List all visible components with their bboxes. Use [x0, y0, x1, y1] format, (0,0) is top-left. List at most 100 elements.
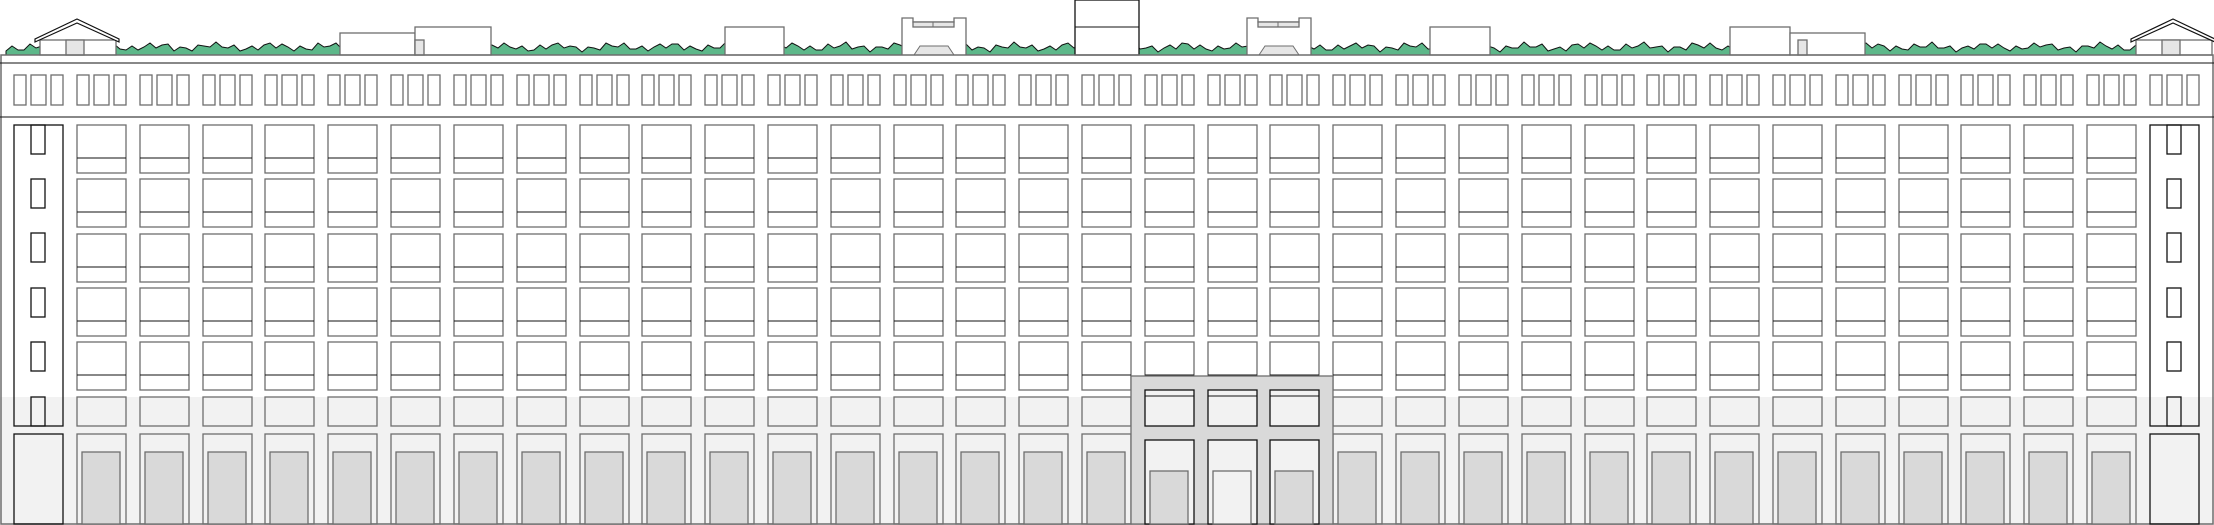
door — [207, 451, 247, 525]
clerestory-window — [1646, 74, 1660, 106]
window — [1395, 178, 1446, 228]
window — [76, 233, 127, 283]
window — [327, 341, 378, 391]
clerestory-window — [1395, 74, 1409, 106]
window — [1521, 287, 1572, 337]
door — [646, 451, 686, 525]
clerestory-window — [1412, 74, 1429, 106]
clerestory-window — [407, 74, 424, 106]
window — [1835, 178, 1886, 228]
window — [1207, 233, 1258, 283]
window — [390, 178, 441, 228]
clerestory-window — [364, 74, 378, 106]
mezzanine-window — [516, 396, 567, 427]
window — [1646, 124, 1697, 174]
window — [2023, 287, 2074, 337]
window — [1018, 124, 1069, 174]
window — [1269, 287, 1320, 337]
mezzanine-window — [1960, 396, 2011, 427]
clerestory-window — [2186, 74, 2200, 106]
window — [1646, 287, 1697, 337]
clerestory-window — [533, 74, 550, 106]
clerestory-window — [1181, 74, 1195, 106]
clerestory-window — [327, 74, 341, 106]
mezzanine-window — [1772, 396, 1823, 427]
window — [2086, 341, 2137, 391]
door — [772, 451, 812, 525]
window — [1458, 233, 1509, 283]
clerestory-window — [2103, 74, 2120, 106]
mezzanine-window — [1395, 396, 1446, 427]
window — [139, 341, 190, 391]
window — [830, 341, 881, 391]
clerestory-window — [2040, 74, 2057, 106]
clerestory-window — [76, 74, 90, 106]
door — [81, 451, 121, 525]
window — [1835, 233, 1886, 283]
clerestory-window — [553, 74, 567, 106]
window — [327, 233, 378, 283]
clerestory-window — [1935, 74, 1949, 106]
door — [709, 451, 749, 525]
stair-tower-window — [2166, 287, 2182, 318]
window — [704, 233, 755, 283]
entrance-upper-window — [1207, 389, 1258, 427]
door — [1589, 451, 1629, 525]
window — [1458, 178, 1509, 228]
clerestory-window — [678, 74, 692, 106]
clerestory-window — [2123, 74, 2137, 106]
window — [1646, 233, 1697, 283]
clerestory-window — [390, 74, 404, 106]
mezzanine-window — [579, 396, 630, 427]
window — [767, 341, 818, 391]
window — [893, 178, 944, 228]
window — [767, 233, 818, 283]
window — [641, 287, 692, 337]
clerestory-window — [1269, 74, 1283, 106]
clerestory-window — [1960, 74, 1974, 106]
clerestory-window — [1709, 74, 1723, 106]
window — [1332, 287, 1383, 337]
rooftop-box — [414, 26, 492, 56]
window — [1269, 178, 1320, 228]
rooftop-house-roof — [2130, 18, 2214, 43]
door — [2028, 451, 2068, 525]
clerestory-window — [176, 74, 190, 106]
window — [1584, 287, 1635, 337]
clerestory-window — [1458, 74, 1472, 106]
clerestory-window — [2060, 74, 2074, 106]
window — [453, 178, 504, 228]
window — [1898, 341, 1949, 391]
window — [1960, 341, 2011, 391]
window — [2023, 233, 2074, 283]
clerestory-window — [2149, 74, 2163, 106]
clerestory-window — [239, 74, 253, 106]
window — [390, 233, 441, 283]
window — [641, 233, 692, 283]
window — [1772, 341, 1823, 391]
window — [1144, 233, 1195, 283]
clerestory-window — [1835, 74, 1849, 106]
door — [1337, 451, 1377, 525]
entrance-door — [1212, 470, 1252, 525]
mezzanine-window — [2023, 396, 2074, 427]
window — [1835, 124, 1886, 174]
entrance-door — [1149, 470, 1189, 525]
window — [1144, 178, 1195, 228]
window — [1835, 341, 1886, 391]
window — [2023, 178, 2074, 228]
clerestory-window — [741, 74, 755, 106]
clerestory-window — [579, 74, 593, 106]
rooftop-house-door — [2161, 39, 2181, 56]
window — [202, 178, 253, 228]
window — [830, 124, 881, 174]
door — [1651, 451, 1691, 525]
clerestory-window — [641, 74, 655, 106]
clerestory-window — [301, 74, 315, 106]
window — [641, 124, 692, 174]
window — [1772, 287, 1823, 337]
clerestory-window — [50, 74, 64, 106]
window — [516, 287, 567, 337]
stair-tower-window — [30, 396, 46, 427]
window — [516, 124, 567, 174]
